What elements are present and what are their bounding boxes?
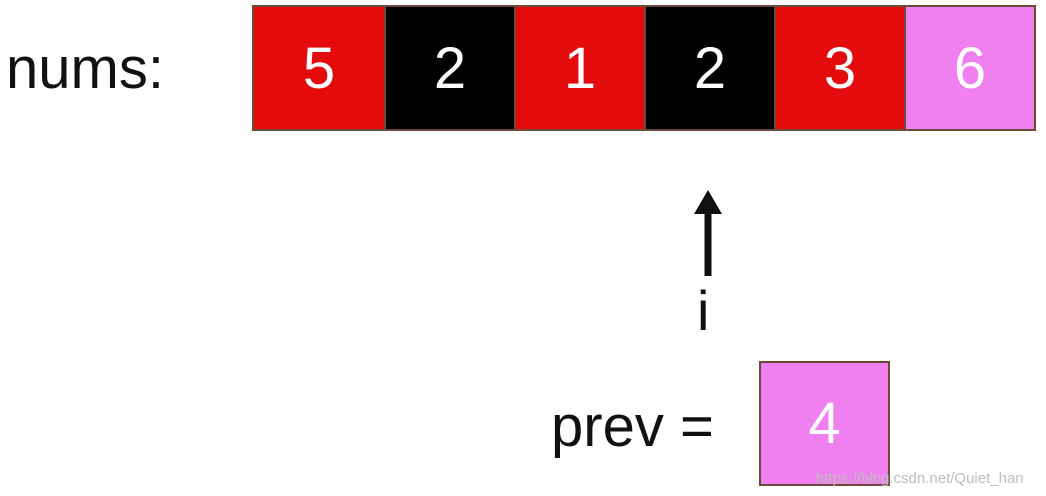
array-cell: 3 xyxy=(774,7,904,129)
prev-label: prev = xyxy=(551,394,714,459)
pointer-i-label: i xyxy=(697,279,710,342)
array-cell: 2 xyxy=(384,7,514,129)
array-cell: 2 xyxy=(644,7,774,129)
array-cell: 5 xyxy=(254,7,384,129)
array-cell: 6 xyxy=(904,7,1034,129)
array-cell: 1 xyxy=(514,7,644,129)
nums-label: nums: xyxy=(6,36,164,101)
nums-array: 5 2 1 2 3 6 xyxy=(252,5,1036,131)
arrow-head xyxy=(694,190,722,214)
watermark: https://blog.csdn.net/Quiet_han xyxy=(816,470,1024,487)
pointer-arrow-icon xyxy=(694,190,722,276)
prev-value-box: 4 xyxy=(759,361,890,486)
arrow-shaft xyxy=(704,212,712,276)
